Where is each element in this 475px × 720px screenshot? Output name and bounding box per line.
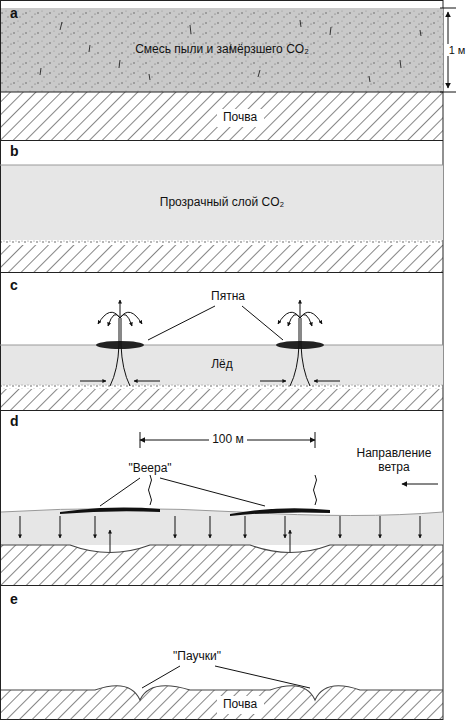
callout-label: Пятна xyxy=(211,290,245,304)
panel-letter: c xyxy=(10,277,18,293)
soil-label-box: Почва xyxy=(217,109,264,127)
layer-label: Лёд xyxy=(211,358,233,372)
layer-label: Смесь пыли и замёрзшего CO₂ xyxy=(135,43,309,57)
layer-label: Почва xyxy=(223,698,257,712)
panel-letter: a xyxy=(10,5,18,21)
dimension-label: 100 м xyxy=(209,433,247,447)
wind-direction-label: Направление ветра xyxy=(352,447,436,475)
clear-co2-layer: Прозрачный слой CO₂ xyxy=(1,165,443,240)
layer-label: Прозрачный слой CO₂ xyxy=(160,196,284,210)
dust-ice-layer: Смесь пыли и замёрзшего CO₂ xyxy=(1,8,443,92)
callout-label: "Веера" xyxy=(128,462,171,476)
panel-letter: e xyxy=(10,591,18,607)
layer-label: Почва xyxy=(223,111,257,125)
ice-layer: Лёд xyxy=(1,345,443,385)
panel-letter: d xyxy=(10,413,19,429)
dimension-label: 1 м xyxy=(446,44,469,57)
callout-label: "Паучки" xyxy=(173,650,221,664)
panel-letter: b xyxy=(10,143,19,159)
soil-label-box: Почва xyxy=(217,696,264,714)
